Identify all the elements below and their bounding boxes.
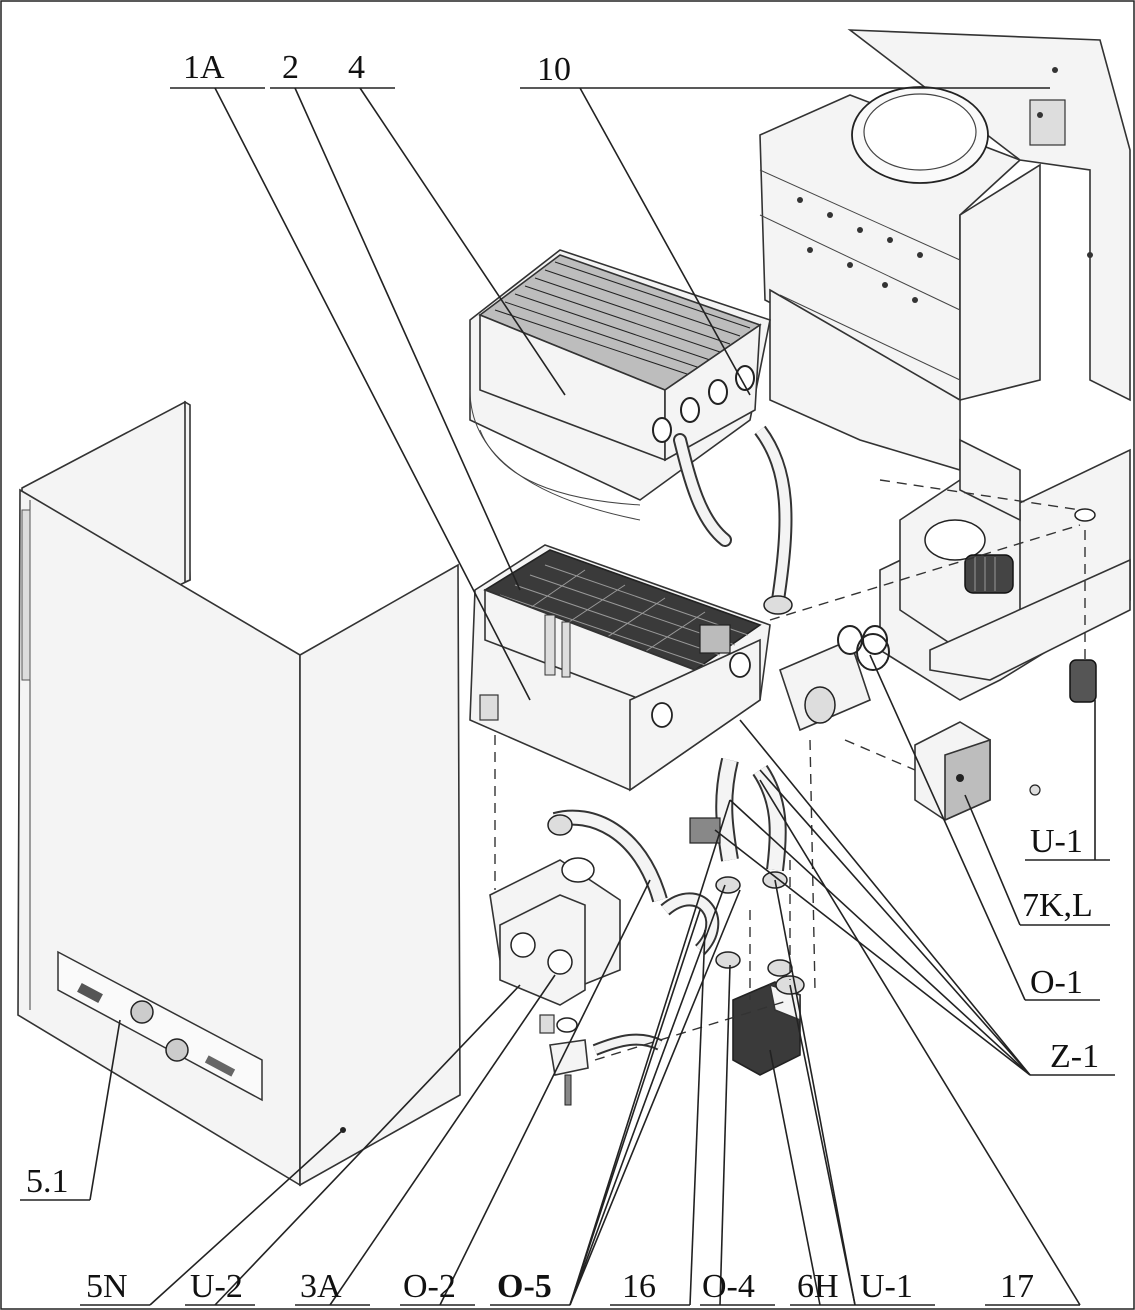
water-unit-frame bbox=[879, 438, 1131, 701]
label-17: 17 bbox=[1000, 1268, 1034, 1305]
label-6h: 6H bbox=[797, 1268, 839, 1305]
flue-sensor-bracket bbox=[1029, 99, 1066, 146]
gas-valve-body bbox=[499, 894, 586, 1006]
callout-labels: 1A 2 4 10 U-1 7K,L O-1 Z-1 5.1 5N U-2 3A… bbox=[26, 49, 1099, 1305]
label-5-1: 5.1 bbox=[26, 1163, 69, 1200]
label-o-5: O-5 bbox=[497, 1268, 552, 1305]
heat-exchanger bbox=[469, 249, 771, 521]
valve-bracket bbox=[549, 1039, 589, 1076]
label-o-2: O-2 bbox=[403, 1268, 456, 1305]
rear-frame bbox=[769, 288, 961, 472]
label-4: 4 bbox=[348, 49, 365, 86]
label-16: 16 bbox=[622, 1268, 656, 1305]
exchanger-pipes bbox=[673, 425, 793, 615]
label-u-1-bottom: U-1 bbox=[860, 1268, 913, 1305]
flow-sensor-part bbox=[1069, 508, 1097, 703]
label-o-1: O-1 bbox=[1030, 964, 1083, 1001]
front-casing bbox=[17, 400, 461, 1187]
control-knob-1 bbox=[130, 1000, 154, 1024]
control-knob-2 bbox=[165, 1038, 189, 1062]
water-connector bbox=[779, 625, 890, 732]
label-o-4: O-4 bbox=[702, 1268, 755, 1305]
assembly-lines bbox=[494, 479, 1081, 1061]
label-2: 2 bbox=[282, 49, 299, 86]
label-5n: 5N bbox=[86, 1268, 128, 1305]
burner-sensor bbox=[699, 624, 731, 654]
water-filter bbox=[964, 554, 1014, 594]
label-3a: 3A bbox=[300, 1268, 342, 1305]
leader-lines bbox=[20, 87, 1115, 1306]
water-valve-motor bbox=[732, 975, 805, 1076]
control-box bbox=[914, 721, 1041, 822]
label-1a: 1A bbox=[183, 49, 225, 86]
label-z-1: Z-1 bbox=[1050, 1038, 1099, 1075]
label-u-1-right: U-1 bbox=[1030, 823, 1083, 860]
burner-assembly bbox=[469, 544, 771, 792]
water-pipes-lower bbox=[660, 757, 793, 977]
label-7k-l: 7K,L bbox=[1022, 887, 1093, 924]
ignition-electrode bbox=[544, 614, 556, 676]
label-10: 10 bbox=[537, 51, 571, 88]
gas-valve bbox=[489, 809, 668, 1106]
control-panel bbox=[57, 950, 263, 1102]
flue-hood bbox=[759, 29, 1131, 472]
label-u-2: U-2 bbox=[190, 1268, 243, 1305]
